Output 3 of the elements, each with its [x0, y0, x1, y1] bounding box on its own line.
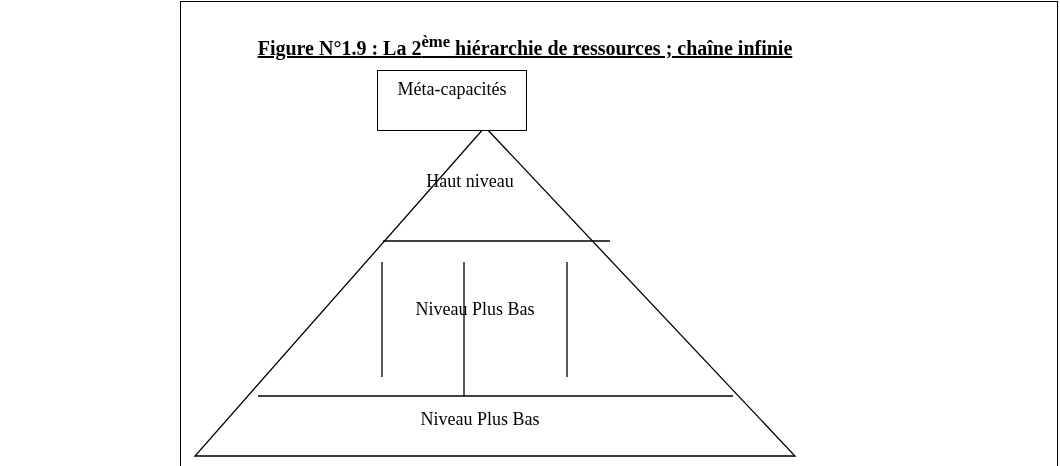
figure-title: Figure N°1.9 : La 2$^{ème}$ hiérarchie de ressources ; chaîne infinie — [256, 31, 794, 60]
level-label: Niveau Plus Bas — [370, 407, 590, 431]
label-box: Méta-capacités — [377, 70, 527, 131]
